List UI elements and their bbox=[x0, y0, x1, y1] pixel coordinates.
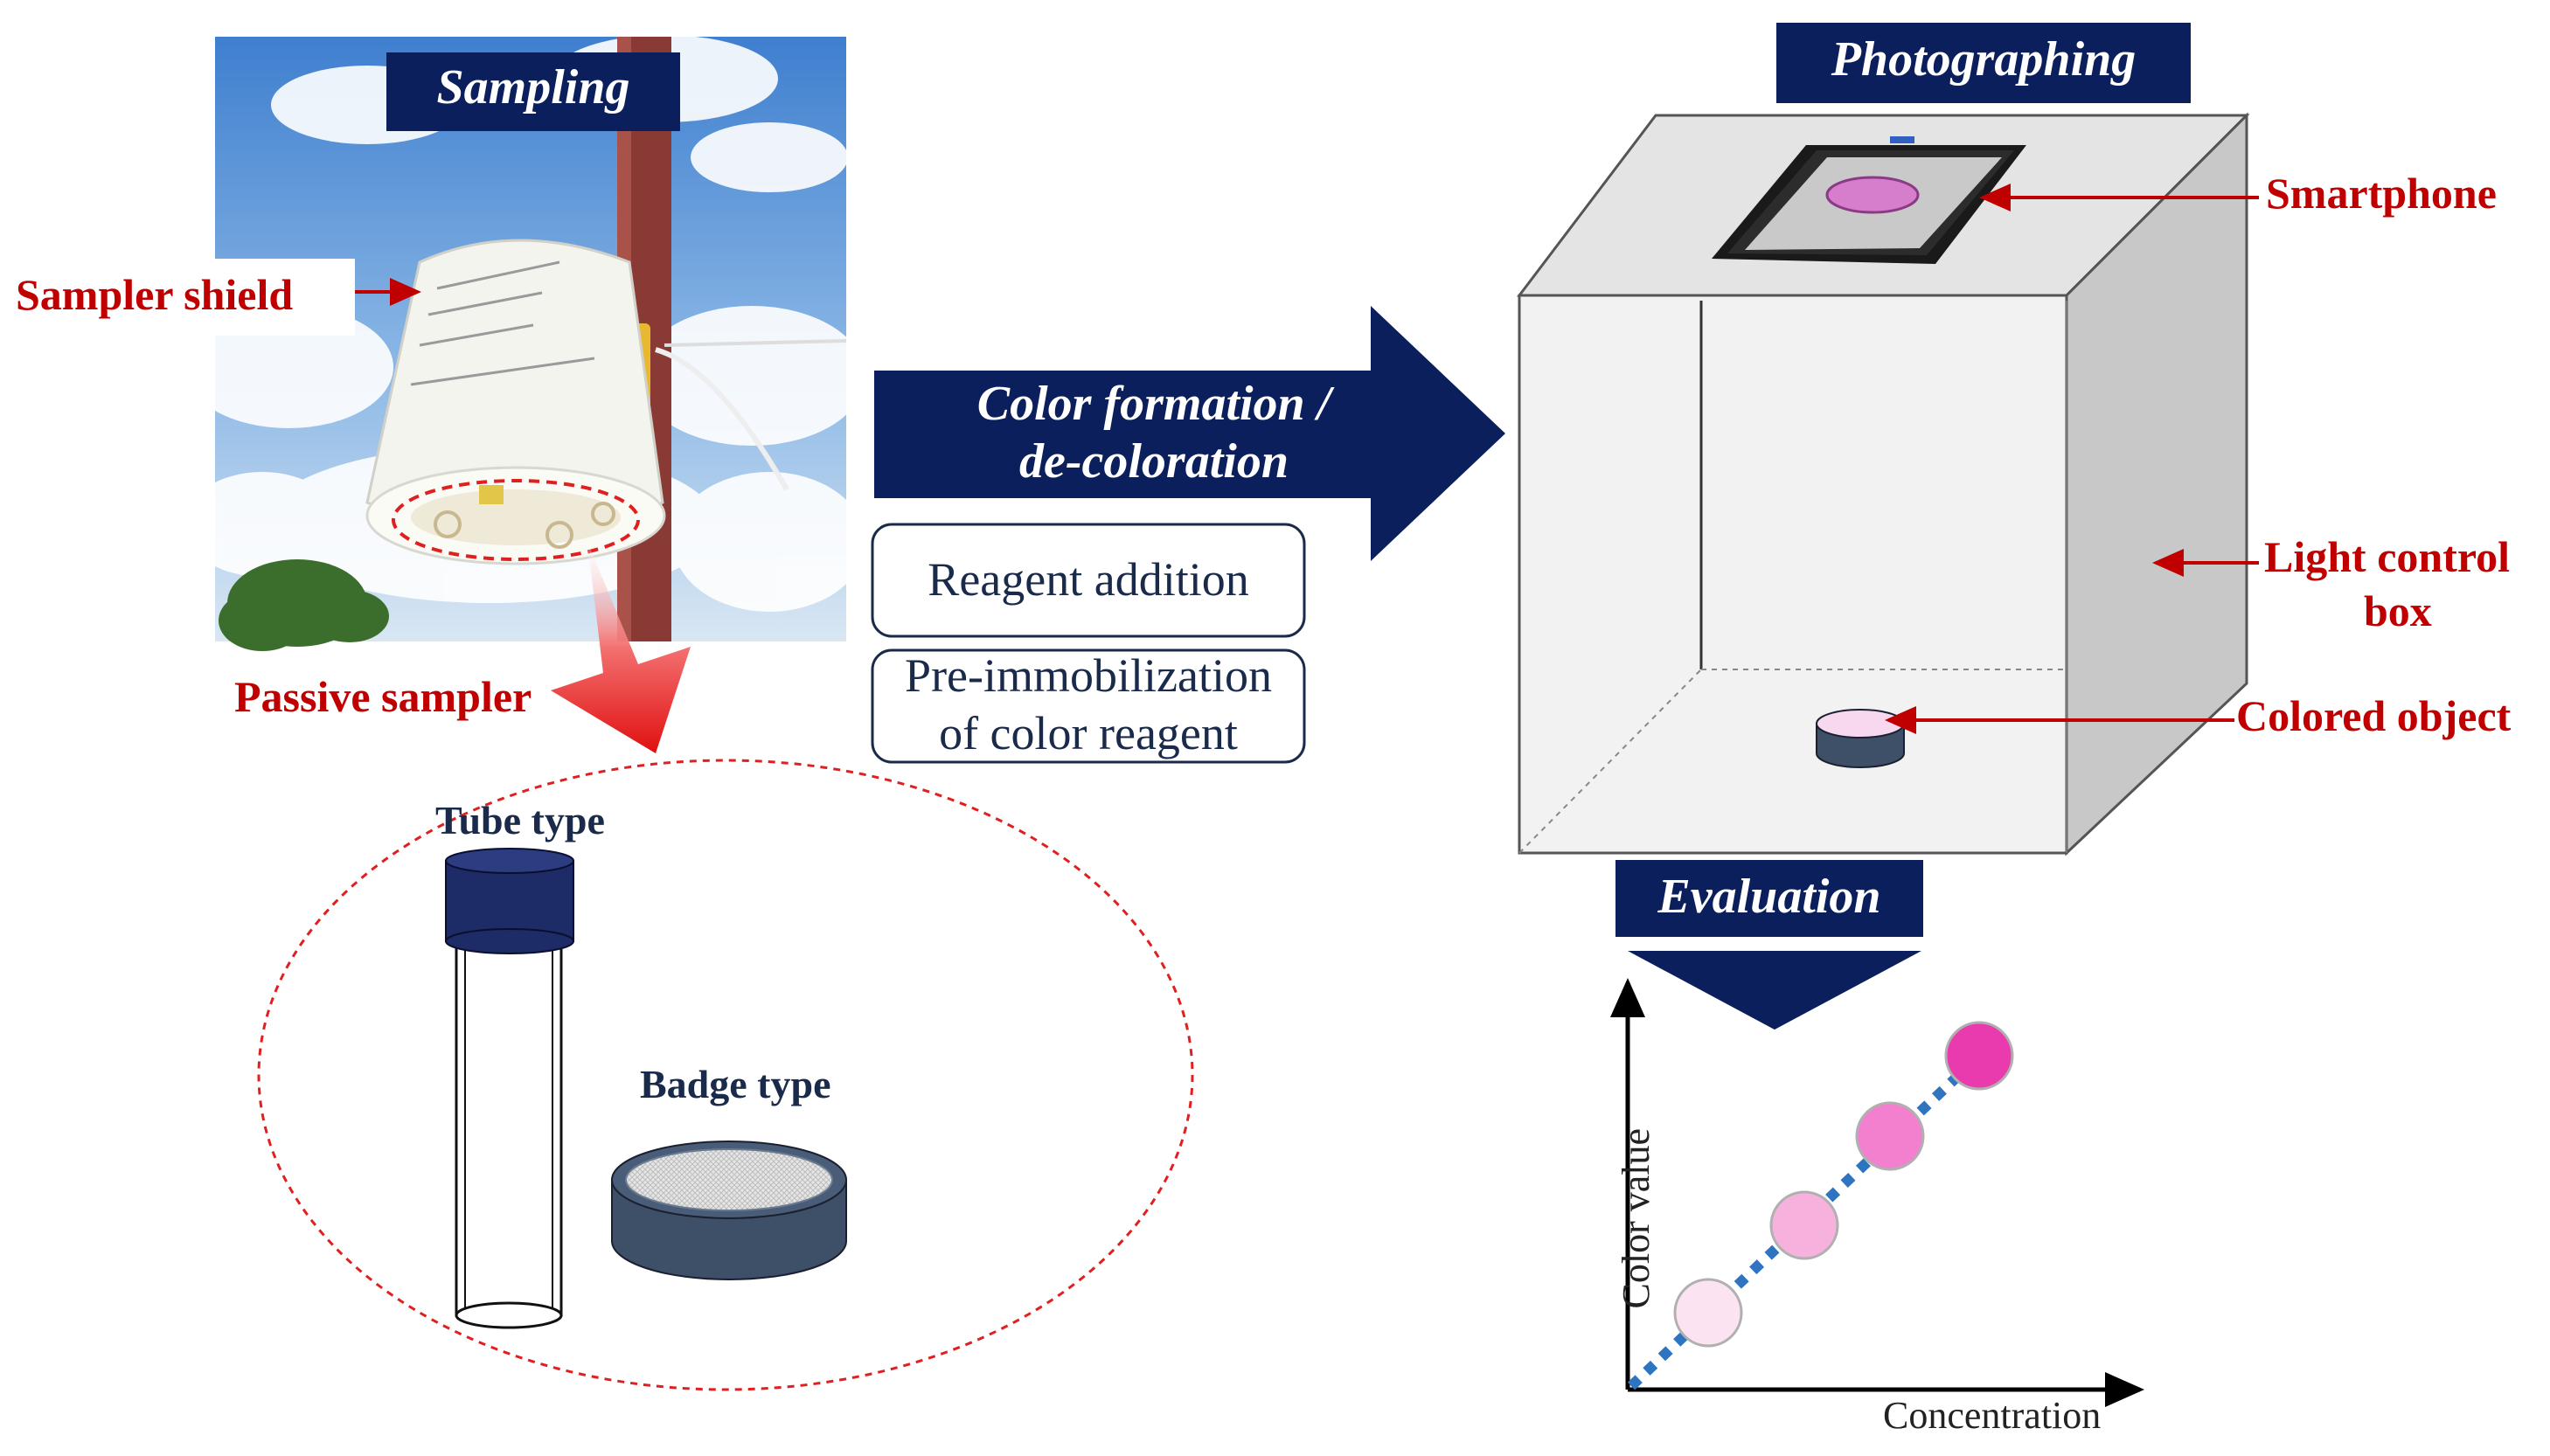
reagent-addition-box bbox=[871, 523, 1306, 638]
x-axis-label: Concentration bbox=[1883, 1394, 2102, 1437]
y-axis-label: Color value bbox=[1614, 1127, 1657, 1309]
sampler-shield-label: Sampler shield bbox=[16, 270, 294, 319]
smartphone-label: Smartphone bbox=[2266, 169, 2497, 218]
pre-immobilization-label-line2: of color reagent bbox=[939, 707, 1238, 759]
pre-immobilization-label-line1: Pre-immobilization bbox=[905, 649, 1272, 702]
evaluation-title: Evaluation bbox=[1657, 870, 1881, 924]
pre-immobilization-box bbox=[871, 648, 1306, 764]
sampler-shield-label-bg bbox=[0, 259, 355, 336]
color-formation-arrow bbox=[874, 306, 1505, 561]
light-box-label-line1: Light control bbox=[2264, 532, 2511, 581]
photographing-title-bar bbox=[1776, 23, 2191, 103]
tube-sampler bbox=[445, 848, 574, 1329]
badge-sampler bbox=[611, 1141, 847, 1280]
passive-sampler-label: Passive sampler bbox=[234, 672, 532, 721]
light-box-label-line2: box bbox=[2364, 586, 2432, 635]
tree bbox=[219, 559, 389, 651]
sampling-title: Sampling bbox=[436, 60, 630, 114]
sampling-title-bar bbox=[386, 52, 680, 131]
smartphone bbox=[1712, 136, 2026, 264]
color-formation-line2: de-coloration bbox=[1019, 434, 1289, 489]
colored-object-dish bbox=[1816, 709, 1905, 768]
badge-type-label: Badge type bbox=[640, 1062, 831, 1106]
colored-object-label: Colored object bbox=[2236, 691, 2512, 740]
tube-type-label: Tube type bbox=[435, 798, 605, 842]
color-formation-line1: Color formation / bbox=[976, 377, 1331, 431]
passive-sampler-inset bbox=[257, 759, 1194, 1391]
color-point-1 bbox=[1673, 1278, 1743, 1348]
color-point-4 bbox=[1944, 1021, 2014, 1091]
color-point-3 bbox=[1855, 1101, 1925, 1171]
reagent-addition-label: Reagent addition bbox=[928, 553, 1249, 606]
evaluation-chart bbox=[1610, 978, 2144, 1407]
color-point-2 bbox=[1769, 1190, 1839, 1260]
photographing-title: Photographing bbox=[1831, 32, 2137, 87]
passive-sampler-arrow bbox=[551, 542, 691, 753]
